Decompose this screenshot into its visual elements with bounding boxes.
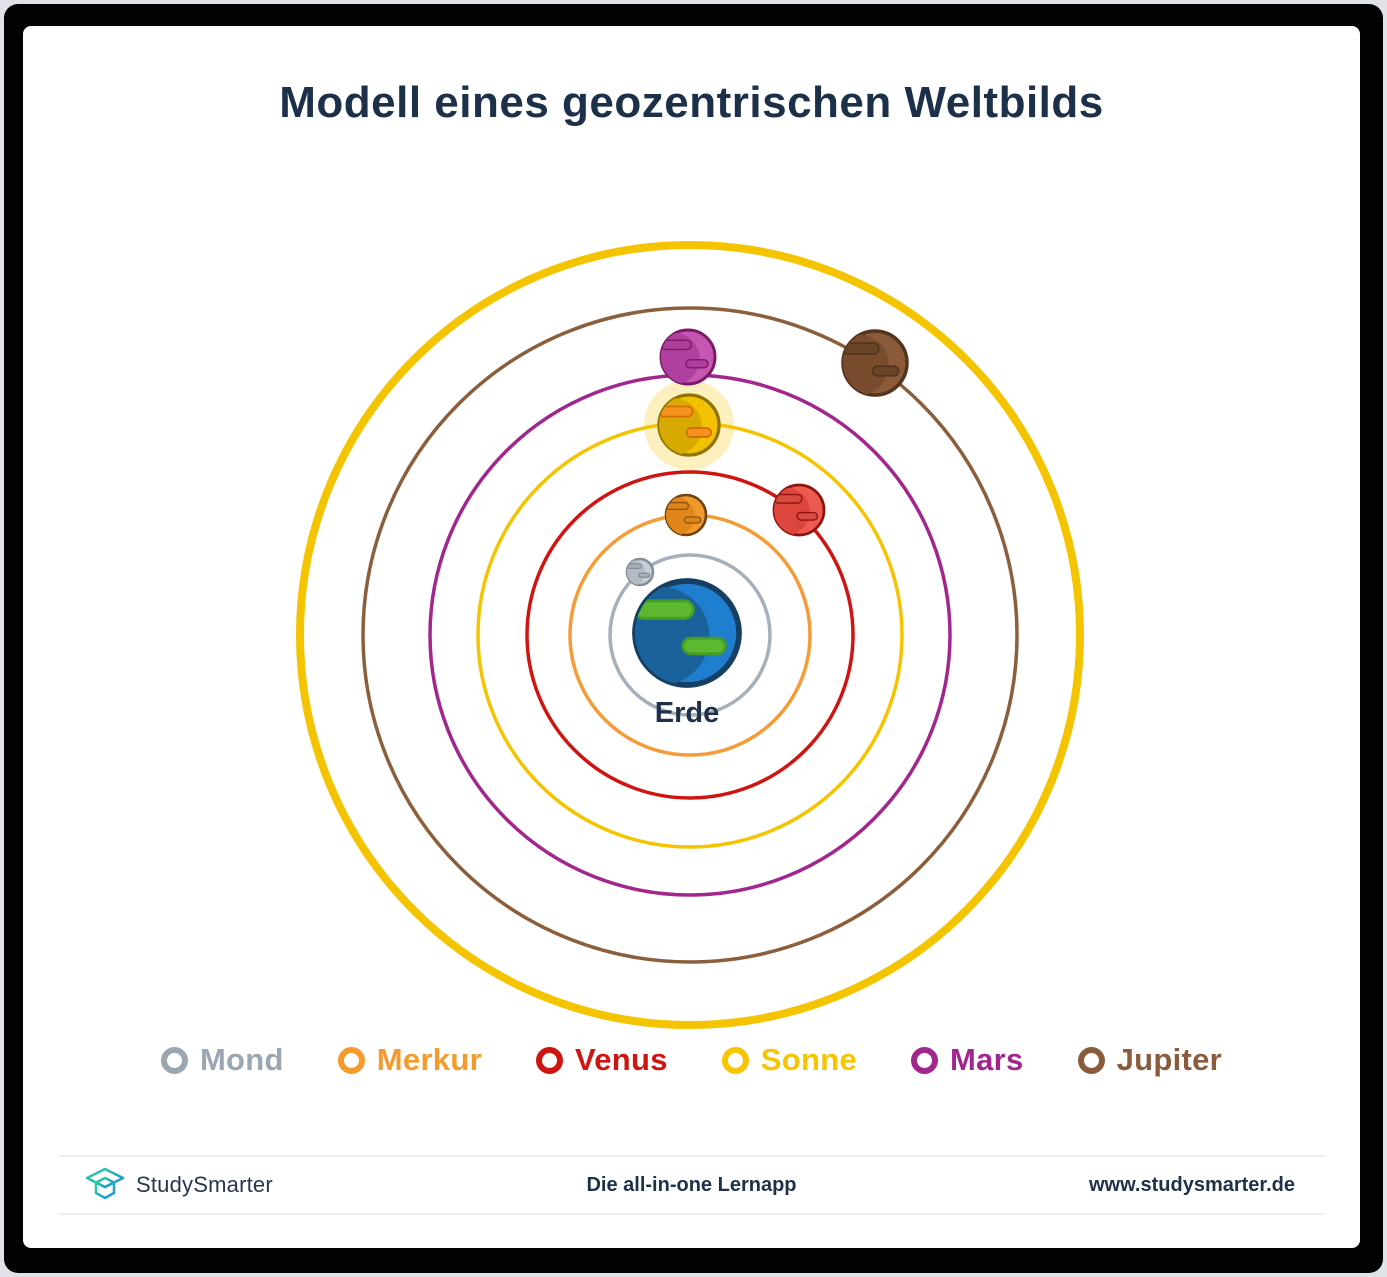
legend-item-jupiter: Jupiter [1077,1042,1223,1078]
footer-url: www.studysmarter.de [1089,1173,1295,1196]
sonne-stripe [685,427,713,438]
jupiter-stripe [843,342,880,355]
earth-label: Erde [655,697,719,729]
planet-erde [632,578,742,688]
merkur-stripe [666,501,690,511]
legend-ring-icon [535,1046,563,1074]
merkur-stripe [683,516,702,524]
legend-ring-icon [160,1046,188,1074]
legend-ring-icon [337,1046,365,1074]
planet-mond [625,557,655,587]
mond-stripe [638,572,651,578]
legend-label: Venus [574,1042,668,1077]
orbit-venus [525,470,855,800]
orbit-jupiter [361,306,1019,964]
infographic-card: Modell eines geozentrischen Weltbilds Er… [23,26,1360,1248]
legend-label: Jupiter [1116,1042,1223,1077]
planet-sonne [644,380,734,470]
legend-item-venus: Venus [535,1042,668,1078]
orbit-layer [296,241,1084,1029]
legend-item-mond: Mond [160,1042,284,1078]
erde-stripe [681,636,727,656]
planet-jupiter [841,329,909,397]
jupiter-stripe [871,365,900,377]
mars-stripe [661,339,692,351]
erde-stripe [635,599,695,620]
geocentric-diagram: Erde [296,241,1084,1029]
legend-label: Merkur [376,1042,482,1077]
legend-item-merkur: Merkur [337,1042,482,1078]
legend-item-sonne: Sonne [721,1042,858,1078]
orbit-outer-sphere [296,241,1084,1029]
sonne-stripe [659,405,694,418]
legend: Mond Merkur Venus Sonne Mars Jupiter [23,1042,1360,1078]
legend-label: Mond [199,1042,284,1077]
brand: StudySmarter [84,1165,273,1205]
mond-stripe [627,563,643,570]
studysmarter-logo-icon [85,1167,125,1200]
planet-merkur [664,493,708,537]
legend-ring-icon [911,1046,939,1074]
legend-ring-icon [1077,1046,1105,1074]
mars-stripe [685,358,709,369]
legend-label: Sonne [760,1042,858,1077]
page-title: Modell eines geozentrischen Weltbilds [279,78,1104,127]
venus-stripe [796,511,819,521]
orbit-mond [608,553,772,717]
brand-name: StudySmarter [136,1172,273,1197]
footer-bar: StudySmarter Die all-in-one Lernapp www.… [58,1155,1325,1215]
footer-tagline: Die all-in-one Lernapp [586,1173,797,1196]
venus-stripe [774,493,803,504]
legend-item-mars: Mars [911,1042,1024,1078]
legend-label: Mars [950,1042,1024,1077]
legend-ring-icon [721,1046,749,1074]
